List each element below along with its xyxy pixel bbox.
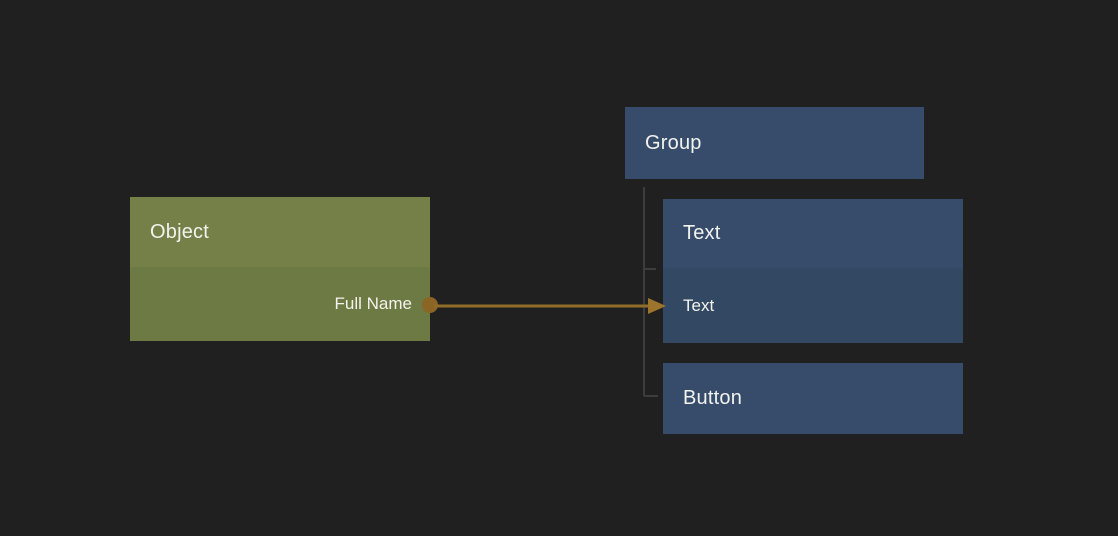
text-node[interactable]: Text Text — [663, 199, 963, 343]
group-node-header[interactable]: Group — [625, 107, 924, 179]
object-node-title: Object — [150, 220, 210, 243]
object-field-label: Full Name — [334, 294, 412, 313]
output-port-dot[interactable] — [422, 297, 438, 313]
text-node-title: Text — [683, 222, 721, 244]
button-node-header[interactable]: Button — [663, 363, 963, 434]
object-node[interactable]: Object Full Name — [130, 197, 438, 341]
object-node-header[interactable]: Object — [130, 197, 430, 267]
group-node[interactable]: Group — [625, 107, 924, 179]
button-node-title: Button — [683, 387, 743, 409]
group-node-title: Group — [645, 131, 702, 154]
object-node-body: Full Name — [130, 267, 438, 341]
text-node-body: Text — [663, 268, 963, 343]
text-node-header[interactable]: Text — [663, 199, 963, 268]
object-field-row-full-name[interactable]: Full Name — [130, 267, 430, 341]
text-field-row[interactable]: Text — [663, 268, 963, 343]
text-field-label: Text — [683, 295, 715, 315]
button-node[interactable]: Button — [663, 363, 963, 434]
